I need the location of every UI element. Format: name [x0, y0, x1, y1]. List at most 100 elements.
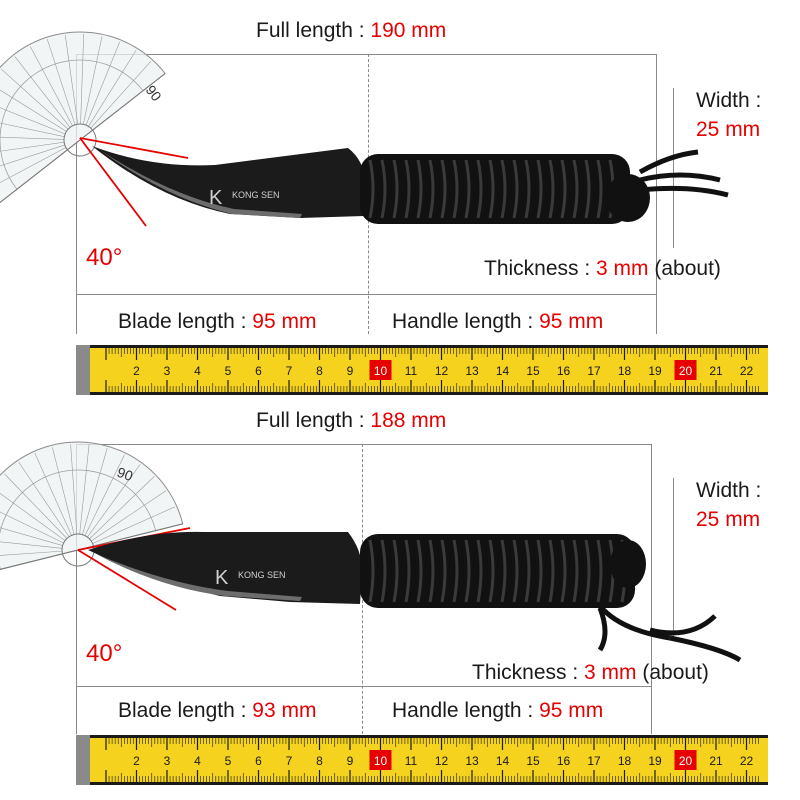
thickness-value: 3 mm — [596, 257, 649, 280]
tape-number-20: 20 — [679, 754, 693, 768]
tape-number-18: 18 — [618, 364, 632, 378]
brand-logo: KONG SEN — [238, 570, 286, 580]
tape-number-16: 16 — [557, 364, 571, 378]
tape-number-14: 14 — [496, 364, 510, 378]
cord-handle — [360, 534, 635, 608]
knife-photo: 90 KONG SEN K — [0, 31, 729, 227]
tape-number-21: 21 — [709, 364, 723, 378]
guide-bottom-horizontal — [76, 294, 656, 295]
width-value: 25 mm — [696, 508, 761, 531]
full-length-value: 190 mm — [370, 19, 447, 42]
tape-number-17: 17 — [587, 364, 601, 378]
tape-number-2: 2 — [133, 754, 140, 768]
tape-number-17: 17 — [587, 754, 601, 768]
tape-highlight-10 — [369, 360, 392, 380]
tape-number-22: 22 — [740, 364, 754, 378]
tape-number-8: 8 — [316, 754, 323, 768]
guide-left-vertical — [76, 444, 77, 734]
tape-highlight-10 — [369, 750, 392, 770]
blade-shape — [88, 531, 362, 604]
thickness-text: Thickness : 3 mm (about) — [472, 662, 709, 683]
tape-number-12: 12 — [435, 364, 449, 378]
tape-number-16: 16 — [557, 754, 571, 768]
full-length-value: 188 mm — [370, 409, 447, 432]
blade-length-value: 95 mm — [252, 310, 317, 333]
tape-number-4: 4 — [194, 364, 201, 378]
thickness-label: Thickness : — [484, 257, 597, 280]
tape-measure: 2 3 4 5 6 7 8 9 10 11 12 13 14 15 16 17 18 19 20 21 22 — [76, 735, 768, 785]
handle-length-text: Handle length : 95 mm — [392, 700, 603, 721]
handle-length-label: Handle length : — [392, 699, 540, 722]
tape-number-6: 6 — [255, 754, 262, 768]
tape-number-18: 18 — [618, 754, 632, 768]
guide-bottom-horizontal — [76, 686, 651, 687]
svg-text:K: K — [215, 567, 229, 589]
tape-number-7: 7 — [286, 364, 293, 378]
protractor-icon — [0, 441, 184, 577]
thickness-note: (about) — [636, 661, 709, 684]
knife-panel-top: Full length : 190 mm Width : 25 mm 40° T… — [0, 20, 768, 395]
tape-number-3: 3 — [164, 754, 171, 768]
tape-number-15: 15 — [526, 364, 540, 378]
tape-number-10: 10 — [374, 364, 388, 378]
tape-number-9: 9 — [347, 364, 354, 378]
guide-left-vertical — [76, 54, 77, 334]
tape-number-9: 9 — [347, 754, 354, 768]
tape-number-8: 8 — [316, 364, 323, 378]
blade-shape — [92, 146, 366, 218]
handle-length-value: 95 mm — [539, 699, 604, 722]
tape-number-2: 2 — [133, 364, 140, 378]
knife-panel-bottom: Full length : 188 mm Width : 25 mm 40° T… — [0, 390, 800, 790]
tape-number-7: 7 — [286, 754, 293, 768]
blade-length-label: Blade length : — [118, 310, 253, 333]
blade-length-text: Blade length : 95 mm — [118, 311, 316, 332]
tape-number-4: 4 — [194, 754, 201, 768]
full-length-text: Full length : 190 mm — [256, 20, 446, 41]
brand-logo: KONG SEN — [232, 190, 280, 200]
tape-number-5: 5 — [225, 364, 232, 378]
tape-number-14: 14 — [496, 754, 510, 768]
tape-number-20: 20 — [679, 364, 693, 378]
handle-length-text: Handle length : 95 mm — [392, 311, 603, 332]
blade-length-value: 93 mm — [252, 699, 317, 722]
thickness-value: 3 mm — [584, 661, 637, 684]
width-value: 25 mm — [696, 118, 761, 141]
tape-number-13: 13 — [465, 754, 479, 768]
tape-number-6: 6 — [255, 364, 262, 378]
tape-highlight-20 — [674, 360, 697, 380]
tape-number-11: 11 — [405, 754, 418, 768]
blade-length-text: Blade length : 93 mm — [118, 700, 316, 721]
tape-number-11: 11 — [405, 364, 418, 378]
knife-photo: 90 KONG SEN K — [0, 441, 742, 663]
handle-length-label: Handle length : — [392, 310, 540, 333]
tape-number-21: 21 — [709, 754, 723, 768]
thickness-text: Thickness : 3 mm (about) — [484, 258, 721, 279]
guide-top-horizontal — [76, 444, 651, 445]
blade-length-label: Blade length : — [118, 699, 253, 722]
tape-highlight-20 — [674, 750, 697, 770]
guide-right-vertical — [651, 444, 652, 734]
angle-label: 40° — [86, 640, 123, 667]
tape-number-22: 22 — [740, 754, 754, 768]
tape-number-5: 5 — [225, 754, 232, 768]
full-length-label: Full length : — [256, 409, 371, 432]
protractor-label: 90 — [115, 464, 135, 484]
tape-number-12: 12 — [435, 754, 449, 768]
protractor-icon — [0, 31, 166, 208]
thickness-label: Thickness : — [472, 661, 585, 684]
tape-number-15: 15 — [526, 754, 540, 768]
handle-length-value: 95 mm — [539, 310, 604, 333]
svg-text:K: K — [209, 187, 223, 209]
angle-label: 40° — [86, 244, 123, 271]
guide-width-vertical — [673, 88, 674, 248]
tape-number-13: 13 — [465, 364, 479, 378]
guide-width-vertical — [673, 478, 674, 638]
full-length-text: Full length : 188 mm — [256, 410, 446, 431]
tape-number-19: 19 — [648, 754, 662, 768]
full-length-label: Full length : — [256, 19, 371, 42]
width-label: Width : — [696, 479, 762, 502]
thickness-note: (about) — [648, 257, 721, 280]
tape-number-10: 10 — [374, 754, 388, 768]
width-label: Width : — [696, 89, 762, 112]
